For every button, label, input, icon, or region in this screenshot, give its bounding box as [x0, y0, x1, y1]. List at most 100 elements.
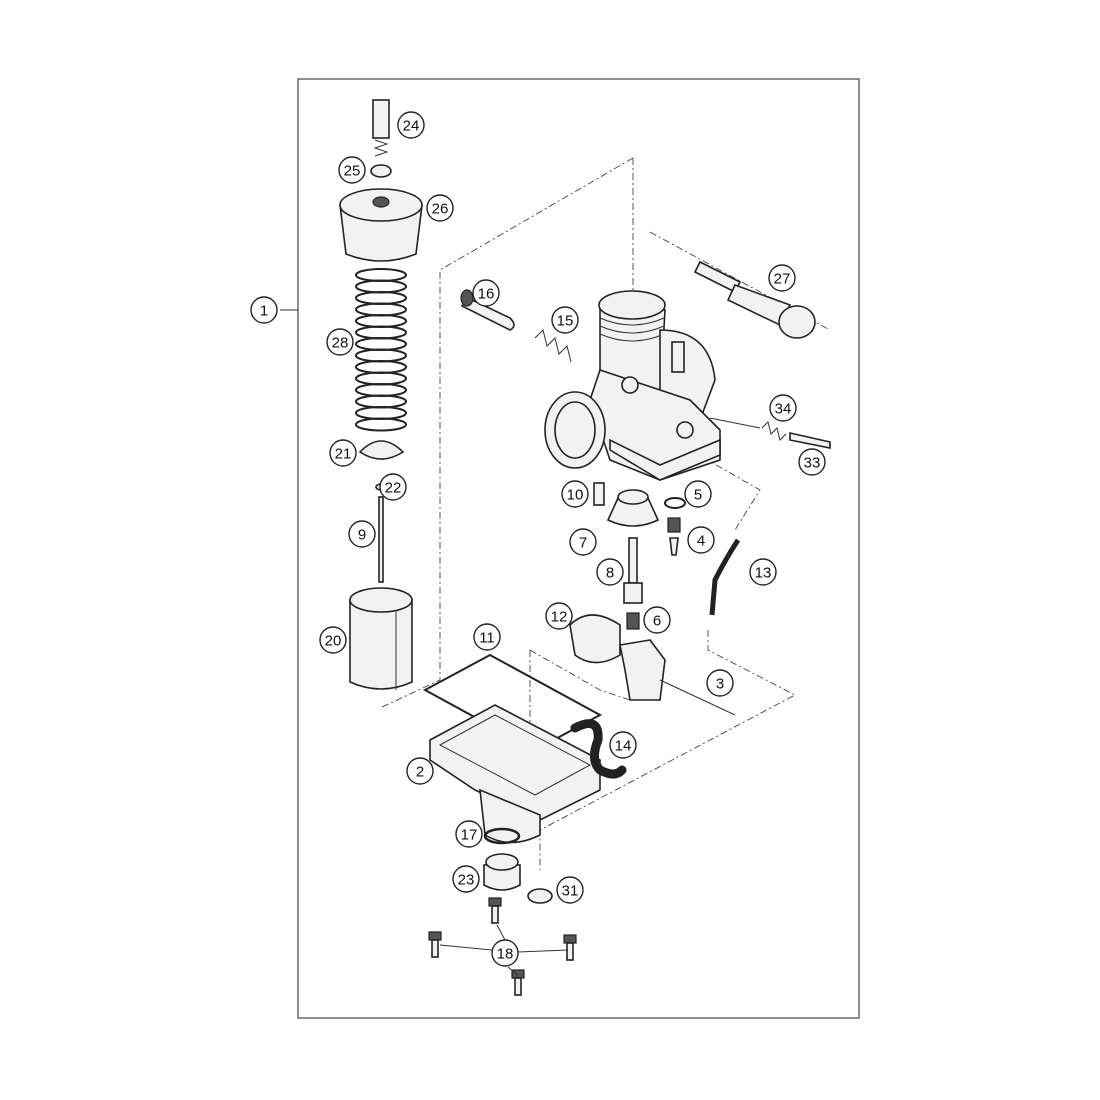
- part-6-main-jet: [626, 612, 640, 630]
- callout-34: 34: [769, 394, 797, 422]
- carburetor-body: [544, 290, 721, 481]
- part-31-clamp: [527, 888, 553, 904]
- callout-7: 7: [569, 528, 597, 556]
- spring-coil: [355, 417, 407, 432]
- part-18-screws: [428, 897, 577, 996]
- screw: [511, 969, 525, 996]
- svg-text:25: 25: [344, 163, 361, 180]
- callout-16: 16: [472, 279, 500, 307]
- spring-coil: [355, 325, 407, 340]
- part-16-throttle-stop-screw: [460, 289, 515, 331]
- part-10-pilot-jet: [593, 482, 605, 506]
- svg-text:14: 14: [615, 738, 632, 755]
- svg-text:11: 11: [479, 630, 495, 647]
- part-17-o-ring: [483, 827, 521, 845]
- svg-text:2: 2: [416, 764, 424, 781]
- callout-13: 13: [749, 558, 777, 586]
- part-25-nut: [370, 164, 392, 178]
- part-15-spring: [534, 329, 572, 363]
- callout-20: 20: [319, 626, 347, 654]
- callout-10: 10: [561, 480, 589, 508]
- callout-15: 15: [551, 306, 579, 334]
- part-8-needle-jet: [623, 537, 643, 604]
- svg-text:16: 16: [478, 286, 495, 303]
- svg-text:20: 20: [325, 633, 342, 650]
- part-5-o-ring: [664, 497, 686, 509]
- diagram-frame: [297, 78, 860, 1019]
- spring-coil: [355, 314, 407, 328]
- spring-coil: [355, 371, 407, 386]
- spring-coil: [355, 291, 407, 305]
- screw: [488, 897, 502, 924]
- screw: [428, 931, 442, 958]
- callout-26: 26: [426, 194, 454, 222]
- callout-22: 22: [379, 473, 407, 501]
- callout-labels: 1 24 25 26 27 16 15 28 34 33 21 22 10 5 9 7 4 13 8 12 6 20 11 3…: [250, 111, 826, 967]
- callout-8: 8: [596, 558, 624, 586]
- part-7-needle-jet-holder: [606, 489, 660, 527]
- spring-coil: [355, 302, 407, 317]
- svg-text:34: 34: [775, 401, 792, 418]
- spring-coil: [355, 337, 407, 351]
- spring-coil: [355, 360, 407, 374]
- svg-text:23: 23: [458, 872, 475, 889]
- callout-25: 25: [338, 156, 366, 184]
- callout-31: 31: [556, 876, 584, 904]
- part-9-jet-needle: [378, 496, 384, 583]
- callout-17: 17: [455, 820, 483, 848]
- callout-21: 21: [329, 439, 357, 467]
- svg-text:17: 17: [461, 827, 478, 844]
- part-13-tube: [709, 538, 741, 616]
- svg-text:31: 31: [562, 883, 579, 900]
- part-20-throttle-valve: [349, 587, 413, 690]
- spring-coil: [355, 406, 407, 420]
- callout-2: 2: [406, 757, 434, 785]
- part-12-float: [569, 614, 736, 716]
- part-26-top-cap: [339, 188, 423, 262]
- svg-text:12: 12: [551, 609, 568, 626]
- spring-coil: [355, 279, 407, 294]
- part-21-retainer: [358, 440, 405, 460]
- part-33-pilot-screw: [789, 432, 831, 449]
- spring-coil: [355, 348, 407, 363]
- part-14-hose: [570, 719, 627, 779]
- svg-text:5: 5: [694, 487, 702, 504]
- svg-text:28: 28: [332, 335, 349, 352]
- svg-text:24: 24: [403, 118, 420, 135]
- spring-coil: [355, 394, 407, 409]
- callout-1: 1: [250, 296, 278, 324]
- callout-23: 23: [452, 865, 480, 893]
- callout-28: 28: [326, 328, 354, 356]
- spring-coil: [355, 268, 407, 282]
- svg-text:27: 27: [774, 271, 791, 288]
- callout-33: 33: [798, 448, 826, 476]
- callout-18: 18: [491, 939, 519, 967]
- svg-text:7: 7: [579, 535, 587, 552]
- callout-14: 14: [609, 731, 637, 759]
- svg-text:9: 9: [358, 527, 366, 544]
- svg-text:33: 33: [804, 455, 821, 472]
- callout-4: 4: [687, 526, 715, 554]
- svg-text:18: 18: [497, 946, 514, 963]
- svg-text:13: 13: [755, 565, 772, 582]
- callout-3: 3: [706, 669, 734, 697]
- callout-12: 12: [545, 602, 573, 630]
- part-23-drain-plug: [483, 853, 521, 891]
- part-4-float-valve: [667, 517, 681, 556]
- callout-5: 5: [684, 480, 712, 508]
- callout-9: 9: [348, 520, 376, 548]
- part-28-spring: [355, 268, 407, 432]
- part-24-adjust-screw: [372, 99, 390, 157]
- svg-text:8: 8: [606, 565, 614, 582]
- svg-text:26: 26: [432, 201, 449, 218]
- svg-text:6: 6: [653, 613, 661, 630]
- svg-text:22: 22: [385, 480, 402, 497]
- svg-text:3: 3: [716, 676, 724, 693]
- leader-lines-18: [439, 924, 569, 976]
- callout-11: 11: [473, 623, 501, 651]
- part-27-starter-plunger: [693, 260, 816, 339]
- svg-text:10: 10: [567, 487, 584, 504]
- svg-text:4: 4: [697, 533, 705, 550]
- screw: [563, 934, 577, 961]
